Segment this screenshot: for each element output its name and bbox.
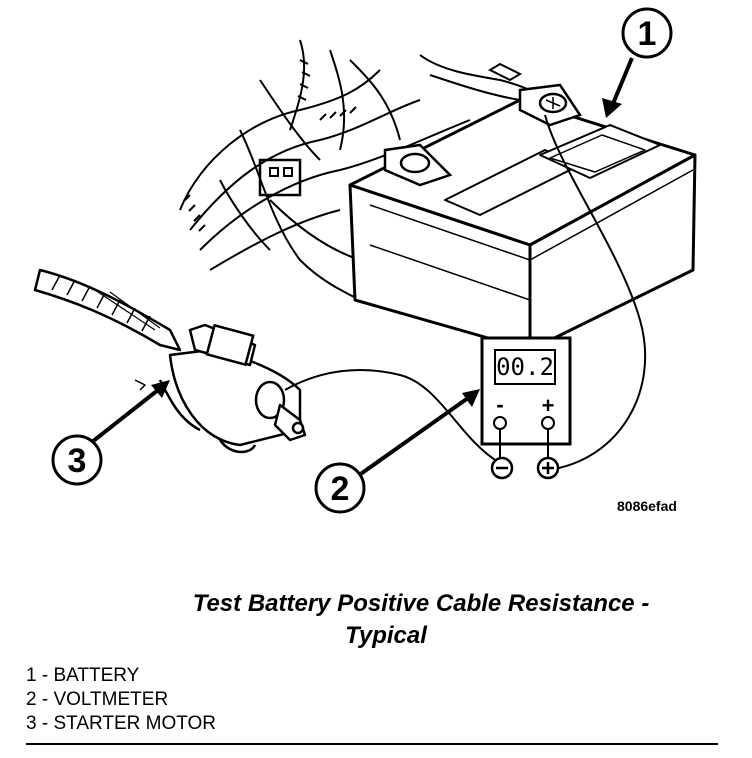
- diagram-illustration: 00.2 - + 1 2 3: [33, 7, 697, 514]
- battery-terminals: [383, 83, 582, 187]
- battery: [348, 98, 697, 352]
- callout-1-number: 1: [638, 15, 657, 53]
- voltmeter-positive-jack: [541, 416, 555, 430]
- callout-3: 3: [51, 380, 170, 486]
- figure-caption: Test Battery Positive Cable Resistance -…: [0, 588, 752, 652]
- callout-2-number: 2: [331, 470, 350, 508]
- caption-line-2: Typical: [345, 622, 427, 649]
- voltmeter-positive-label: +: [542, 393, 555, 418]
- legend-item-voltmeter: 2 - VOLTMETER: [26, 689, 169, 710]
- bottom-rule: [26, 743, 718, 745]
- legend: 1 - BATTERY 2 - VOLTMETER 3 - STARTER MO…: [26, 664, 216, 736]
- legend-item-battery: 1 - BATTERY: [26, 665, 140, 686]
- voltmeter-display: [494, 349, 556, 385]
- starter-motor: [33, 268, 307, 454]
- figure-id: 8086efad: [617, 498, 677, 514]
- voltmeter-negative-label: -: [496, 392, 503, 417]
- voltmeter-negative-jack: [493, 416, 507, 430]
- voltmeter-reading: 00.2: [496, 353, 554, 381]
- callout-2: 2: [314, 389, 480, 514]
- callout-3-number: 3: [68, 442, 87, 480]
- legend-item-starter-motor: 3 - STARTER MOTOR: [26, 713, 217, 734]
- wiring-harness: [179, 39, 541, 301]
- voltmeter: 00.2 - +: [480, 336, 572, 480]
- caption-line-1: Test Battery Positive Cable Resistance -: [192, 590, 650, 617]
- callout-1: 1: [602, 7, 673, 118]
- test-leads: [284, 114, 647, 471]
